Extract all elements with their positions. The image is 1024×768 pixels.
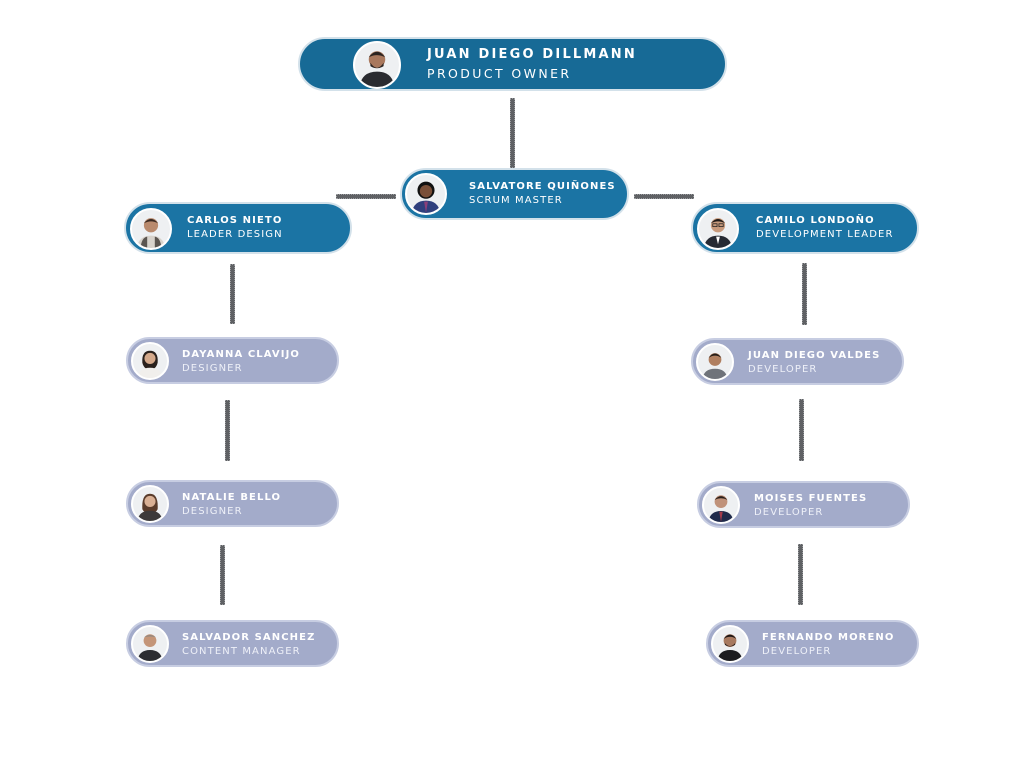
org-node-designer-1: DAYANNA CLAVIJO DESIGNER [126, 337, 339, 384]
person-avatar-icon [131, 625, 169, 663]
person-role: CONTENT MANAGER [182, 646, 301, 657]
org-node-developer-3: FERNANDO MORENO DEVELOPER [706, 620, 919, 667]
person-name: NATALIE BELLO [182, 492, 282, 503]
person-role: DESIGNER [182, 363, 243, 374]
connector-design-member-2-3 [220, 545, 225, 605]
person-avatar-icon [131, 342, 169, 380]
person-role: SCRUM MASTER [469, 195, 563, 206]
person-avatar-icon [405, 173, 447, 215]
connector-owner-scrum-master [510, 98, 515, 168]
person-role: DEVELOPER [748, 364, 818, 375]
person-avatar-icon [696, 343, 734, 381]
person-role: LEADER DESIGN [187, 229, 283, 240]
connector-dev-lead-member-1 [802, 263, 807, 325]
person-name: JUAN DIEGO DILLMANN [427, 47, 637, 62]
person-avatar-icon [697, 208, 739, 250]
connector-scrum-master-design-lead [336, 194, 396, 199]
org-node-designer-2: NATALIE BELLO DESIGNER [126, 480, 339, 527]
connector-scrum-master-dev-lead [634, 194, 694, 199]
org-node-scrum-master: SALVATORE QUIÑONES SCRUM MASTER [400, 168, 629, 220]
org-node-development-lead: CAMILO LONDOÑO DEVELOPMENT LEADER [691, 202, 919, 254]
connector-design-lead-member-1 [230, 264, 235, 324]
person-avatar-icon [353, 41, 401, 89]
connector-design-member-1-2 [225, 400, 230, 461]
person-avatar-icon [711, 625, 749, 663]
person-avatar-icon [130, 208, 172, 250]
person-name: DAYANNA CLAVIJO [182, 349, 301, 360]
person-name: JUAN DIEGO VALDES [748, 350, 881, 361]
person-avatar-icon [702, 486, 740, 524]
person-name: FERNANDO MORENO [762, 632, 895, 643]
person-name: CAMILO LONDOÑO [756, 215, 875, 226]
person-name: SALVADOR SANCHEZ [182, 632, 316, 643]
person-name: CARLOS NIETO [187, 215, 283, 226]
org-node-developer-2: MOISES FUENTES DEVELOPER [697, 481, 910, 528]
person-role: PRODUCT OWNER [427, 66, 572, 81]
connector-dev-member-2-3 [798, 544, 803, 605]
org-node-content-manager: SALVADOR SANCHEZ CONTENT MANAGER [126, 620, 339, 667]
org-node-design-lead: CARLOS NIETO LEADER DESIGN [124, 202, 352, 254]
person-role: DEVELOPER [754, 507, 824, 518]
person-avatar-icon [131, 485, 169, 523]
person-role: DESIGNER [182, 506, 243, 517]
person-name: MOISES FUENTES [754, 493, 868, 504]
connector-dev-member-1-2 [799, 399, 804, 461]
person-name: SALVATORE QUIÑONES [469, 181, 616, 192]
org-node-developer-1: JUAN DIEGO VALDES DEVELOPER [691, 338, 904, 385]
person-role: DEVELOPER [762, 646, 832, 657]
org-node-product-owner: JUAN DIEGO DILLMANN PRODUCT OWNER [298, 37, 727, 91]
person-role: DEVELOPMENT LEADER [756, 229, 894, 240]
